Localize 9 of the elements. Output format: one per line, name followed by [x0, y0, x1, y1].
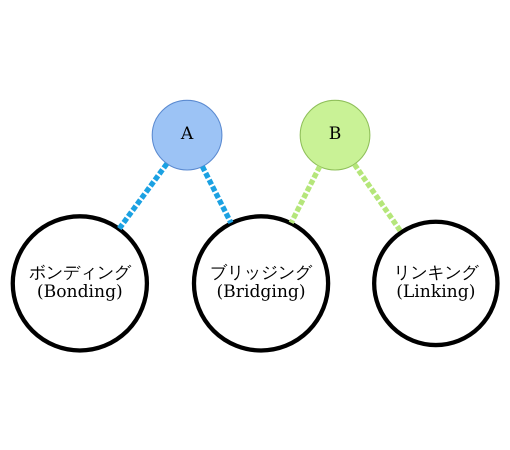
connector [288, 164, 322, 224]
connector [117, 162, 170, 230]
node-circle: リンキング (Linking) [372, 219, 500, 347]
node-circle: ブリッジング (Bridging) [192, 214, 330, 352]
node-circle: B [300, 99, 370, 170]
connector [200, 164, 234, 224]
connector [352, 162, 404, 234]
node-circle: A [152, 99, 222, 170]
node-circle: ボンディング (Bonding) [10, 214, 150, 352]
